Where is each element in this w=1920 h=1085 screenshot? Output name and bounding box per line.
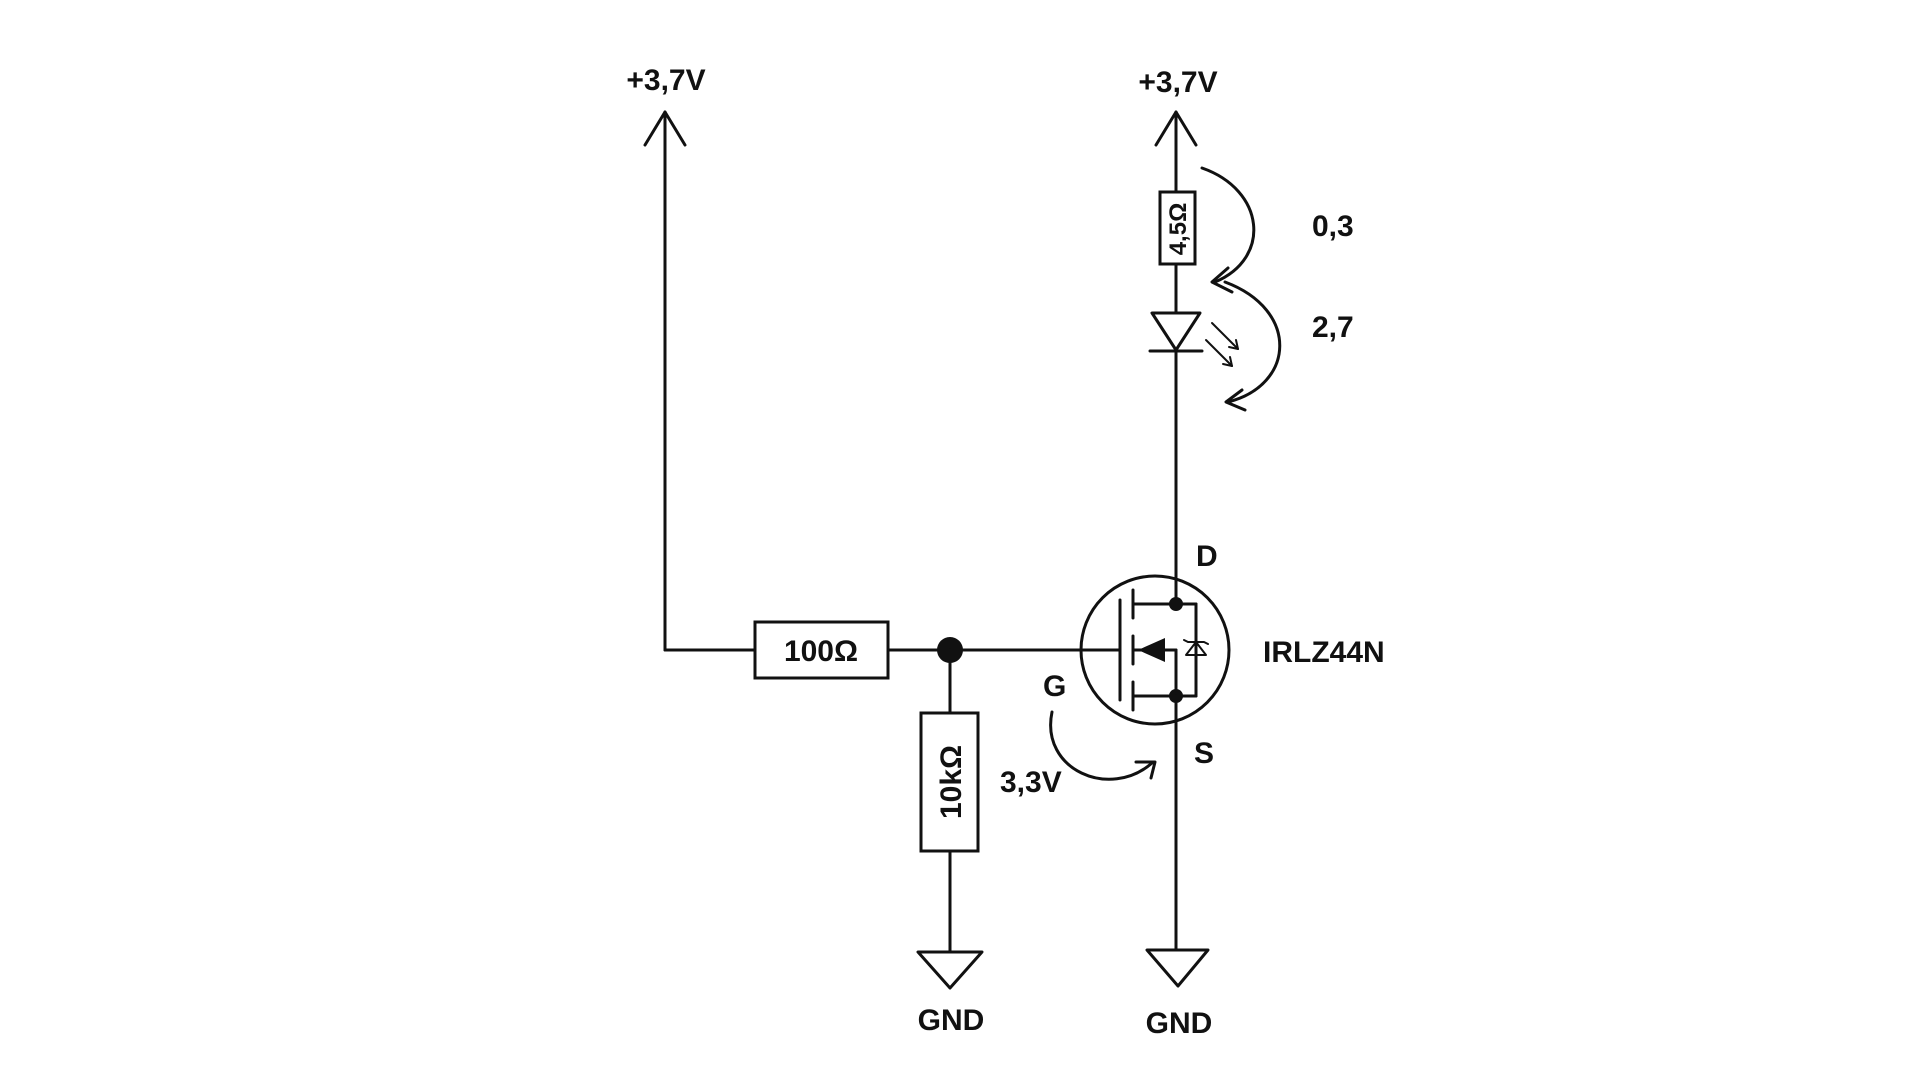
gate-resistor: 100Ω — [753, 620, 890, 680]
mosfet-part-label: IRLZ44N — [1263, 636, 1385, 669]
source-pin-label: S — [1194, 737, 1214, 770]
led-symbol — [1148, 311, 1239, 367]
pulldown-resistor: 10kΩ — [919, 711, 980, 853]
gate-voltage-label: 3,3V — [1000, 766, 1062, 799]
pulldown-resistor-label: 10kΩ — [935, 745, 968, 819]
right-ground-symbol — [1145, 948, 1210, 988]
led-voltage-label: 2,7 — [1312, 311, 1354, 344]
gate-voltage-arrow — [1049, 710, 1157, 781]
drain-dot — [1169, 597, 1183, 611]
mosfet-channel-arrow — [1138, 638, 1165, 662]
series-resistor: 4,5Ω — [1158, 190, 1197, 266]
gate-resistor-label: 100Ω — [784, 635, 858, 668]
drain-pin-label: D — [1196, 540, 1218, 573]
left-supply-label: +3,7V — [626, 64, 705, 97]
resistor-voltage-arrow — [1200, 166, 1256, 294]
left-supply-arrow — [643, 110, 687, 652]
series-resistor-label: 4,5Ω — [1165, 203, 1192, 256]
right-ground-label: GND — [1146, 1007, 1213, 1040]
gate-pin-label: G — [1043, 670, 1066, 703]
right-supply-label: +3,7V — [1138, 66, 1217, 99]
left-ground-label: GND — [918, 1004, 985, 1037]
resistor-voltage-label: 0,3 — [1312, 210, 1354, 243]
mosfet-symbol — [1078, 574, 1231, 726]
led-voltage-arrow — [1223, 280, 1282, 412]
right-supply-arrow — [1154, 110, 1198, 194]
left-ground-symbol — [916, 950, 984, 990]
